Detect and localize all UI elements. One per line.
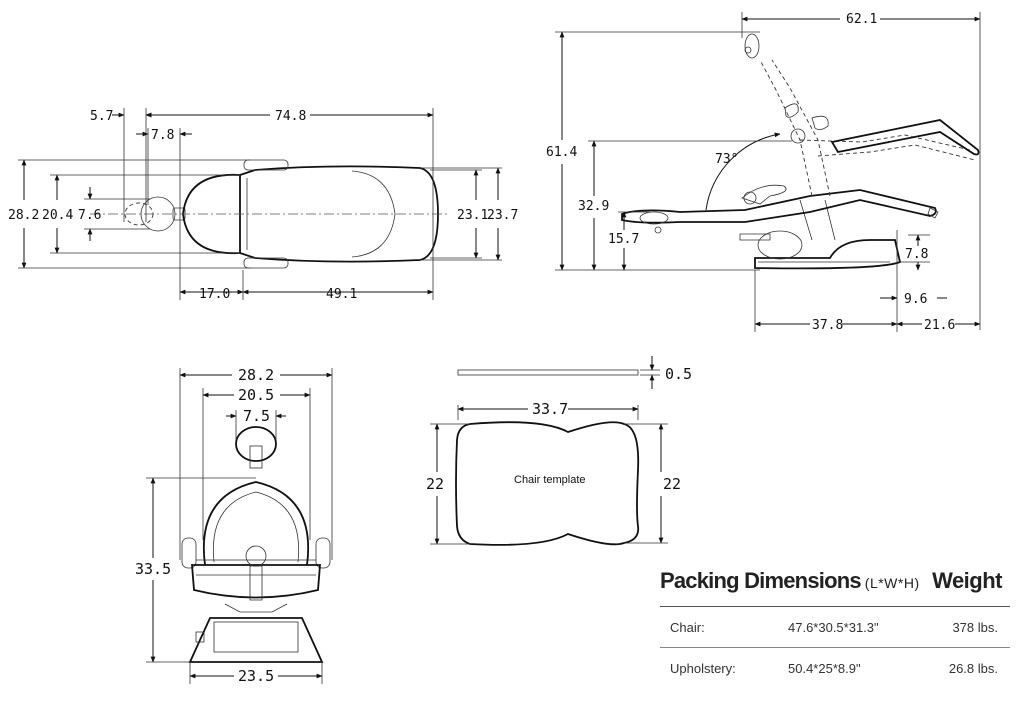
dim-template-height-right: 22 [663, 475, 681, 493]
top-view: 5.7 74.8 7.8 28.2 20.4 7.6 23.1 23.7 17.… [8, 108, 518, 302]
dim-backrest-length: 17.0 [199, 287, 230, 302]
dim-seat-width: 20.4 [42, 208, 73, 223]
template-view: 0.5 33.7 22 22 Chair template [426, 356, 692, 546]
front-view: 28.2 20.5 7.5 33.5 23.5 [135, 366, 333, 685]
row-weight: 378 lbs. [952, 619, 998, 635]
dim-min-seat-height: 15.7 [608, 232, 639, 247]
dim-front-height: 33.5 [135, 560, 171, 578]
template-outline [455, 421, 640, 546]
row-weight: 26.8 lbs. [948, 660, 998, 676]
dim-headrest-offset: 5.7 [90, 109, 113, 124]
dim-recline-angle: 73° [715, 152, 738, 167]
dim-template-width: 33.7 [532, 400, 568, 418]
dim-armrest-height: 32.9 [578, 199, 609, 214]
dim-template-height-left: 22 [426, 475, 444, 493]
dim-front-headrest-width: 7.5 [243, 407, 270, 425]
template-label: Chair template [514, 474, 586, 486]
front-view-chair-outline [181, 426, 331, 663]
packing-header: Packing Dimensions(L*W*H) Weight [660, 568, 1010, 607]
dim-base-overhang: 9.6 [904, 292, 927, 307]
dim-front-base-width: 23.5 [238, 667, 274, 685]
row-dimensions: 47.6*30.5*31.3" [788, 619, 879, 635]
dim-front-backrest-width: 20.5 [238, 386, 274, 404]
row-name: Upholstery: [670, 660, 736, 676]
dim-seat-length: 49.1 [326, 287, 357, 302]
dim-overall-height: 61.4 [546, 145, 577, 160]
dim-template-thickness: 0.5 [665, 365, 692, 383]
packing-table: Packing Dimensions(L*W*H) Weight Chair: … [660, 568, 1010, 688]
dim-footrest-width: 23.1 [457, 208, 488, 223]
row-dimensions: 50.4*25*8.9" [788, 660, 861, 676]
packing-row-chair: Chair: 47.6*30.5*31.3" 378 lbs. [660, 607, 1010, 648]
dim-overall-length: 74.8 [275, 109, 306, 124]
packing-row-upholstery: Upholstery: 50.4*25*8.9" 26.8 lbs. [660, 648, 1010, 688]
row-name: Chair: [670, 619, 705, 635]
packing-subtitle: (L*W*H) [864, 575, 920, 591]
top-view-chair-outline [90, 159, 450, 269]
weight-header: Weight [932, 568, 1002, 593]
dim-headrest-width: 7.6 [78, 208, 101, 223]
side-view: 62.1 61.4 73° 32.9 15.7 7.8 9.6 37.8 21.… [546, 12, 981, 333]
side-view-chair-outline [621, 33, 980, 270]
dim-armrest-width: 28.2 [8, 208, 39, 223]
dim-front-overall-width: 28.2 [238, 366, 274, 384]
dim-headrest-depth: 7.8 [151, 128, 174, 143]
dim-overall-depth: 62.1 [846, 12, 877, 27]
dim-base-length: 37.8 [812, 318, 843, 333]
dim-legrest-extension: 21.6 [924, 318, 955, 333]
packing-title: Packing Dimensions [660, 568, 862, 593]
packing-title-group: Packing Dimensions(L*W*H) [660, 568, 920, 594]
template-plate-edge [457, 369, 639, 376]
dim-overall-width: 23.7 [487, 208, 518, 223]
dim-base-height: 7.8 [905, 247, 928, 262]
